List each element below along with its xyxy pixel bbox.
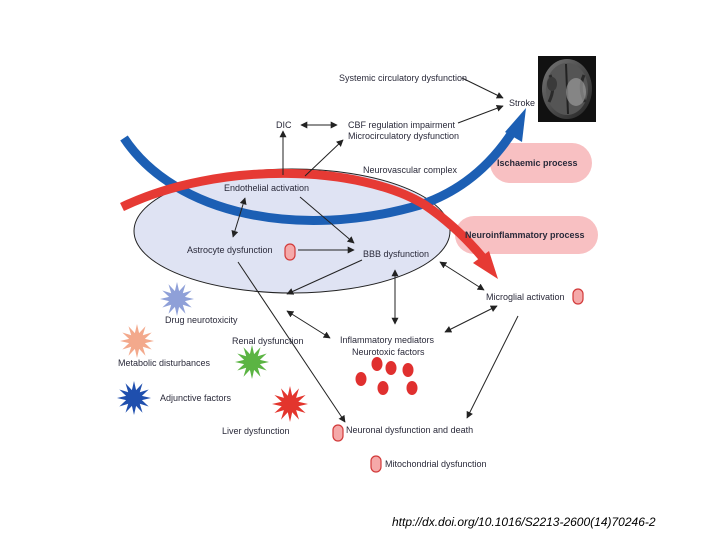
neuroinflammatory-process-pill bbox=[455, 216, 598, 254]
neuronal-cell-icon bbox=[332, 424, 344, 442]
cell-icons bbox=[284, 243, 584, 473]
neurotoxic-factor-dots bbox=[355, 357, 418, 395]
arrow-endothelial-astrocyte bbox=[231, 197, 247, 238]
label-astrocyte-dysfunction: Astrocyte dysfunction bbox=[187, 245, 273, 255]
astrocyte-cell-icon bbox=[284, 243, 296, 261]
label-neurotoxic-factors: Neurotoxic factors bbox=[352, 347, 425, 357]
arrow-cbf-to-stroke bbox=[457, 104, 504, 124]
arrow-bbb-microglial bbox=[439, 261, 485, 291]
label-stroke: Stroke bbox=[509, 98, 535, 108]
label-neurovascular-complex: Neurovascular complex bbox=[363, 165, 458, 175]
metabolic-disturbances-star-icon bbox=[120, 324, 154, 358]
label-dic: DIC bbox=[276, 120, 292, 130]
renal-dysfunction-star-icon bbox=[235, 345, 269, 379]
connector-arrows bbox=[231, 77, 519, 423]
label-liver-dysfunction: Liver dysfunction bbox=[222, 426, 290, 436]
neuroinflammatory-arrow-head bbox=[473, 251, 498, 279]
label-inflammatory-mediators: Inflammatory mediators bbox=[340, 335, 435, 345]
label-cbf-regulation: CBF regulation impairment bbox=[348, 120, 456, 130]
mitochondrial-cell-icon bbox=[370, 455, 382, 473]
arrow-endothelial-to-cbf bbox=[304, 139, 344, 177]
adjunctive-factors-star-icon bbox=[117, 381, 151, 415]
label-metabolic-disturbances: Metabolic disturbances bbox=[118, 358, 211, 368]
label-renal-dysfunction: Renal dysfunction bbox=[232, 336, 304, 346]
label-drug-neurotoxicity: Drug neurotoxicity bbox=[165, 315, 238, 325]
liver-dysfunction-star-icon bbox=[272, 386, 308, 422]
label-ischaemic-process: Ischaemic process bbox=[497, 158, 578, 168]
microglial-cell-icon bbox=[572, 288, 584, 305]
drug-neurotoxicity-star-icon bbox=[160, 282, 194, 316]
neuroinflammatory-arrow-body bbox=[120, 168, 487, 261]
ischaemic-process-pill bbox=[490, 143, 592, 183]
arrow-drugs-mediators bbox=[286, 310, 331, 339]
label-microglial-activation: Microglial activation bbox=[486, 292, 565, 302]
ischaemic-arrow-head bbox=[505, 108, 526, 142]
star-burst-icons bbox=[117, 282, 308, 422]
label-microcirculatory: Microcirculatory dysfunction bbox=[348, 131, 459, 141]
mri-brain-scan-icon bbox=[538, 56, 596, 122]
label-systemic-circulatory: Systemic circulatory dysfunction bbox=[339, 73, 467, 83]
arrow-microglial-mediators bbox=[444, 305, 498, 333]
arrow-systemic-to-stroke bbox=[461, 77, 504, 99]
arrow-microglial-to-neuronal bbox=[466, 315, 519, 419]
label-neuronal-dysfunction: Neuronal dysfunction and death bbox=[346, 425, 473, 435]
label-neuroinflammatory-process: Neuroinflammatory process bbox=[465, 230, 585, 240]
label-mitochondrial-dysfunction: Mitochondrial dysfunction bbox=[385, 459, 487, 469]
arrow-bbb-to-left bbox=[286, 259, 363, 295]
arrow-endothelial-to-bbb bbox=[299, 196, 355, 244]
label-bbb-dysfunction: BBB dysfunction bbox=[363, 249, 429, 259]
label-adjunctive-factors: Adjunctive factors bbox=[160, 393, 232, 403]
doi-link[interactable]: http://dx.doi.org/10.1016/S2213-2600(14)… bbox=[392, 515, 656, 529]
label-endothelial-activation: Endothelial activation bbox=[224, 183, 309, 193]
arrow-astrocyte-to-neuronal bbox=[237, 261, 346, 423]
